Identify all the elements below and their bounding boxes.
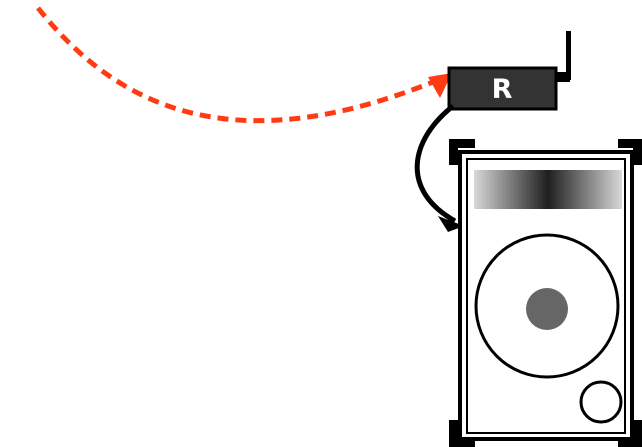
receiver-label: R <box>492 74 513 105</box>
receiver: R <box>449 31 571 109</box>
receiver-connector <box>556 72 570 82</box>
wireless-signal-arrow <box>38 8 438 121</box>
speaker <box>449 139 642 447</box>
speaker-woofer-cap <box>526 288 568 330</box>
speaker-bass-port <box>581 382 621 422</box>
speaker-tweeter <box>474 170 622 209</box>
